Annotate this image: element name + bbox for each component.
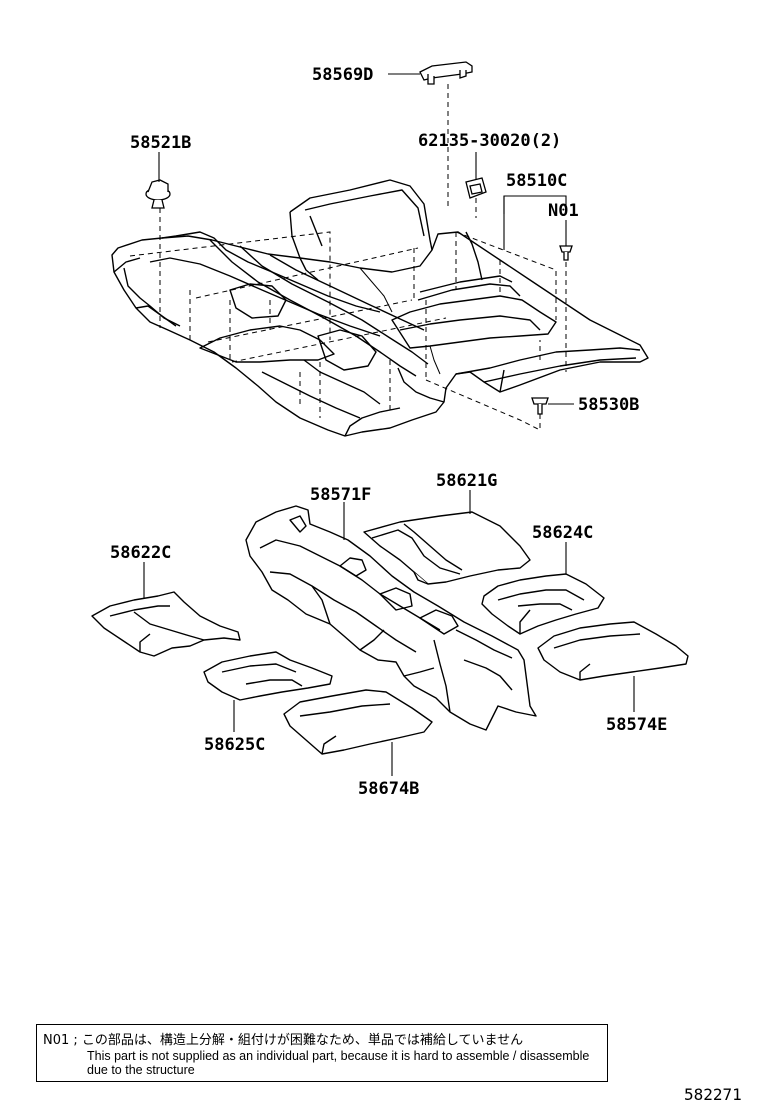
pad-58674b-part [283,689,433,755]
callout-58624c: 58624C [532,523,593,543]
pad-58621g-part [363,511,531,585]
callout-58621g: 58621G [436,471,497,491]
callout-58625c: 58625C [204,735,265,755]
callout-58571f: 58571F [310,485,371,505]
note-box: N01 ; この部品は、構造上分解・組付けが困難なため、単品では補給していません… [36,1024,608,1082]
callout-58622c: 58622C [110,543,171,563]
callout-62135-30020: 62135-30020(2) [418,131,561,151]
note-japanese: N01 ; この部品は、構造上分解・組付けが困難なため、単品では補給していません [43,1033,524,1048]
callout-labels: 58569D 58521B 62135-30020(2) 58510C N01 … [110,65,667,799]
clip-58530b-part [531,397,549,415]
callout-58674b: 58674B [358,779,419,799]
callout-58530b: 58530B [578,395,639,415]
note-english: This part is not supplied as an individu… [87,1049,590,1077]
clip-n01-part [559,245,573,261]
callout-58574e: 58574E [606,715,667,735]
callout-58521b: 58521B [130,133,191,153]
clip-58569d-part [419,61,473,85]
callout-58569d: 58569D [312,65,373,85]
pad-58625c-part [203,651,333,701]
pad-58624c-part [481,573,605,635]
pad-58574e-part [537,621,689,681]
figure-number: 582271 [684,1085,742,1104]
callout-n01: N01 [548,201,579,221]
pad-58622c-part [91,591,241,657]
callout-58510c: 58510C [506,171,567,191]
fastener-dashed-lines [129,84,567,431]
silencer-58571f-part [245,505,537,731]
leader-lines [143,73,635,776]
grommet-62135-part [465,177,487,199]
clip-58521b-part [145,179,171,209]
floor-carpet-assembly [111,179,649,437]
